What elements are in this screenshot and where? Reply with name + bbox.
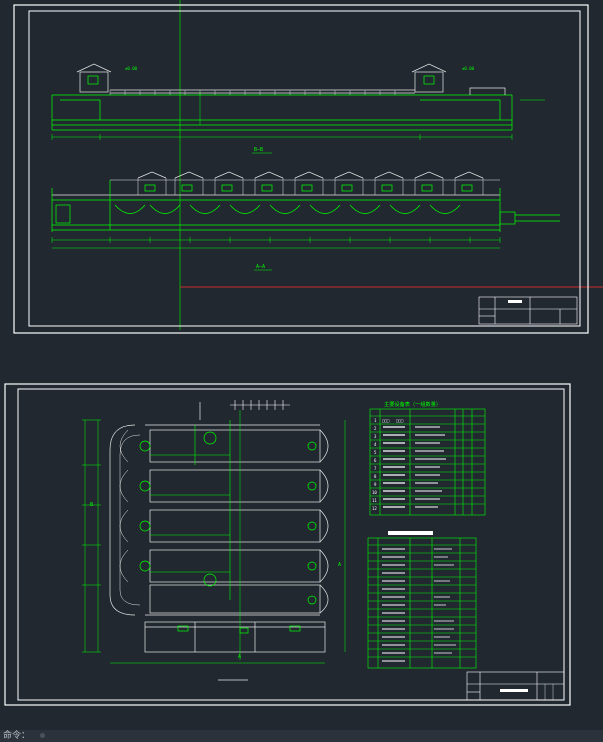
svg-text:±0.00: ±0.00 xyxy=(125,66,138,71)
equipment-row-num-12: 12 xyxy=(372,506,377,511)
plan-dim-label-a-bottom: A xyxy=(238,654,241,660)
equipment-row-num-10: 10 xyxy=(372,490,377,495)
equipment-first-item: □□□ xyxy=(382,418,390,423)
command-bar[interactable] xyxy=(0,730,603,742)
equipment-table-title: 主要设备表（一组数量） xyxy=(384,400,441,408)
sheet-1-inner-border xyxy=(28,10,581,327)
sheet-2-outer-border xyxy=(4,383,571,706)
sheet-1-title-block xyxy=(478,296,578,325)
section-bb-label: B—B xyxy=(254,147,263,153)
equipment-row-num-5: 5 xyxy=(374,450,377,455)
section-aa-drawing xyxy=(51,171,560,249)
equipment-row-num-7: 7 xyxy=(374,466,377,471)
equipment-row-num-8: 8 xyxy=(374,474,377,479)
sheet-2-title-block xyxy=(466,671,565,701)
equipment-row-num-6: 6 xyxy=(374,458,377,463)
equipment-row-num-4: 4 xyxy=(374,442,377,447)
plan-dim-label-b: B xyxy=(90,502,93,508)
equipment-row-num-11: 11 xyxy=(372,498,377,503)
section-aa-label: A—A xyxy=(256,264,265,270)
sheet-2-inner-border xyxy=(17,388,565,701)
plan-drawing xyxy=(82,400,346,664)
plan-dim-label-a-right: A xyxy=(338,562,341,568)
sheet-1-outer-border xyxy=(13,4,589,334)
section-bb-drawing: ±0.00 ±0.00 xyxy=(51,63,545,140)
command-line-prompt[interactable]: 命令： xyxy=(3,731,31,741)
equipment-row-num-3: 3 xyxy=(374,434,377,439)
materials-table xyxy=(367,531,477,669)
equipment-table xyxy=(369,408,486,516)
svg-text:±0.00: ±0.00 xyxy=(462,66,475,71)
equipment-first-model: □□□ xyxy=(396,418,404,423)
equipment-row-num-9: 9 xyxy=(374,482,377,487)
scroll-indicator-icon xyxy=(40,733,45,738)
sheet-1: ±0.00 ±0.00 B—B xyxy=(13,4,589,334)
equipment-row-num-2: 2 xyxy=(374,426,377,431)
equipment-row-num-1: 1 xyxy=(374,418,377,423)
sheet-2: B A A 主要设备表（一组数量） 1 □□□ □□□ 2 3 4 5 6 7 … xyxy=(4,383,571,706)
